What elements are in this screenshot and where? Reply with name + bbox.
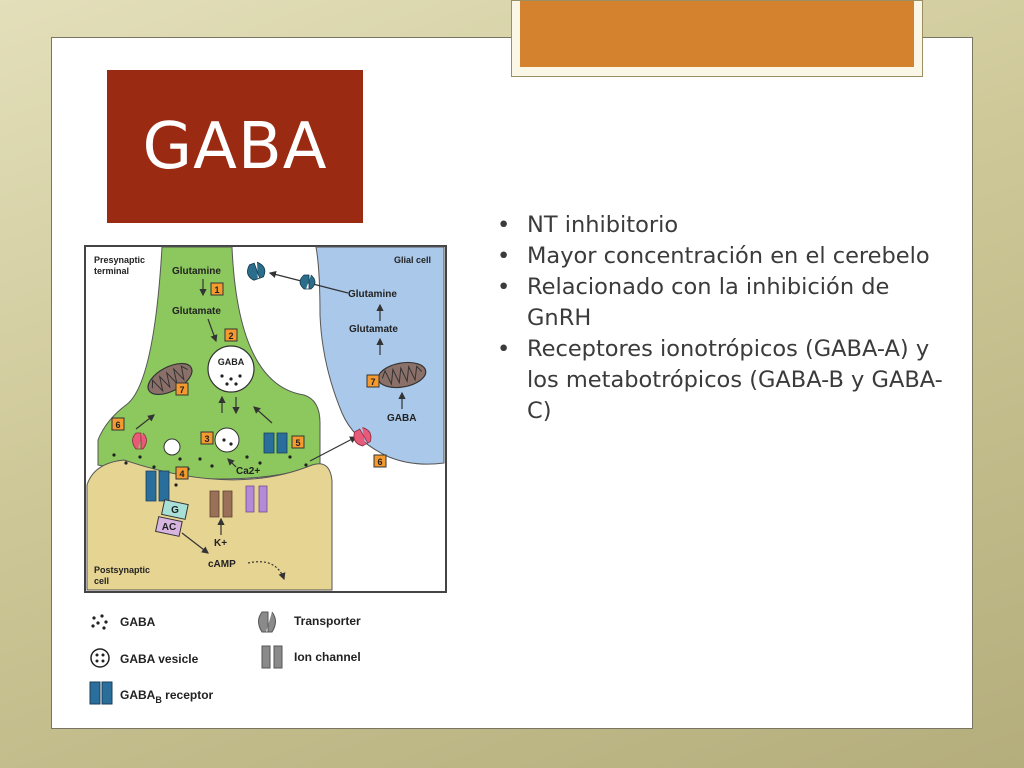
step-number: 1 [214,285,219,295]
step-box [175,466,189,480]
glial-gaba-label: GABA [387,413,416,424]
bullet-item: Relacionado con la inhibición de GnRH [497,272,957,334]
arrow [135,414,155,430]
g-protein-box [161,499,189,520]
ion-channel-legend-icon [261,645,283,669]
arrow [207,318,218,343]
glial-glutamine-label: Glutamine [348,289,397,300]
pre-glutamate-label: Glutamate [172,306,221,317]
glutamine-transporter-icon [299,274,316,290]
camp-label: cAMP [208,559,236,570]
glutamine-transporter-icon [247,261,266,281]
legend-ion-channel-label: Ion channel [294,650,361,664]
bullet-item: NT inhibitorio [497,210,957,241]
transporter-icon [353,427,372,447]
step-number: 7 [370,377,375,387]
step-box [210,282,224,296]
potassium-channel-icon [209,490,233,518]
arrow [309,436,358,462]
step-box [111,417,125,431]
gaba-vesicle [207,345,255,393]
adenylyl-cyclase-box [155,516,183,537]
step-box [175,382,189,396]
presynaptic-label: Presynaptic [94,255,145,265]
step-box [291,435,305,449]
accent-bar [511,0,923,77]
pre-glutamine-label: Glutamine [172,266,221,277]
title-box: GABA [107,70,363,223]
legend-transporter-label: Transporter [294,614,361,628]
glial-glutamate-label: Glutamate [349,324,398,335]
accent-bar-fill [520,1,914,67]
gaba-b-receptor-icon [263,432,288,454]
glial-cell [315,246,445,465]
presynaptic-label: terminal [94,266,129,276]
synapse-diagram: Presynaptic terminal Glial cell Postsyna… [84,245,447,593]
legend-receptor-tail: receptor [162,688,214,702]
gaba-molecule [220,374,224,378]
synaptic-cleft-gaba [112,453,308,487]
adenylyl-cyclase-label: AC [162,522,176,533]
g-protein-label: G [171,505,179,516]
gaba-molecule [222,438,226,442]
step-number: 7 [179,385,184,395]
gaba-molecule [238,374,242,378]
potassium-label: K+ [214,538,227,549]
legend-receptor-main: GABA [120,688,156,702]
gaba-vesicle [163,438,181,456]
gaba-vesicle [214,427,240,453]
legend-gaba-label: GABA [120,615,156,629]
slide-title: GABA [142,109,328,184]
postsynaptic-label: cell [94,576,109,586]
arrow [227,458,237,468]
step-box [373,454,387,468]
gaba-vesicle-legend-icon [90,648,110,668]
arrow [253,406,273,424]
step-number: 3 [204,434,209,444]
step-number: 4 [179,469,184,479]
legend-receptor-sub: B [155,695,162,705]
diagram-legend: GABA GABA vesicle GABAB receptor Transpo… [89,611,361,705]
postsynaptic-label: Postsynaptic [94,565,150,575]
calcium-channel-icon [245,485,268,513]
glial-label: Glial cell [394,255,431,265]
step-box [224,328,238,342]
arrow [247,561,286,581]
step-number: 2 [228,331,233,341]
legend-vesicle-label: GABA vesicle [120,652,199,666]
step-number: 6 [377,457,382,467]
legend-receptor-label: GABAB receptor [120,688,214,705]
arrow [181,532,209,554]
step-number: 5 [295,438,300,448]
gaba-b-receptor-legend-icon [89,681,113,705]
bullet-item: Mayor concentración en el cerebelo [497,241,957,272]
vesicle-label: GABA [218,357,245,367]
step-box [200,431,214,445]
bullet-item: Receptores ionotrópicos (GABA-A) y los m… [497,334,957,427]
gaba-molecule [229,442,233,446]
step-box [366,374,380,388]
bullet-list: NT inhibitorio Mayor concentración en el… [497,210,957,427]
transporter-legend-icon [258,611,276,633]
transporter-icon [132,432,147,450]
gaba-legend-icon [91,614,108,630]
gaba-molecule [229,377,233,381]
calcium-label: Ca2+ [236,466,260,477]
gaba-molecule [225,382,229,386]
gaba-molecule [234,382,238,386]
step-number: 6 [115,420,120,430]
